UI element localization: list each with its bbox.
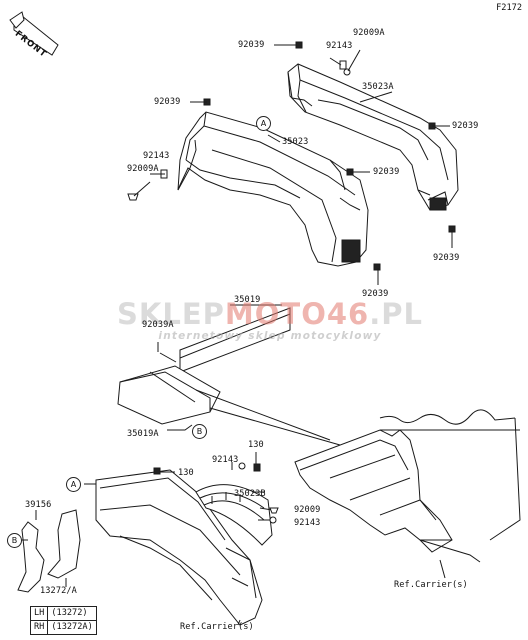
callout-a-lower: A (66, 477, 81, 492)
label-13272a: 13272/A (40, 586, 77, 596)
legend-part: (13272A) (47, 620, 97, 635)
side-panel-bracket (47, 509, 81, 579)
nut-92143-lower-right (269, 516, 277, 524)
label-35023a: 35023A (362, 82, 394, 92)
legend-row: RH (13272A) (29, 620, 97, 635)
clip-92009-lower (269, 507, 279, 514)
legend-side: RH (29, 620, 49, 635)
bolt-130-left (153, 467, 161, 475)
nut-92143-lower (238, 462, 246, 470)
diagram-code: F2172 (496, 3, 522, 13)
label-92143-lower-right: 92143 (294, 518, 321, 528)
label-92039-lower-right: 92039 (433, 253, 460, 263)
legend-part: (13272) (47, 606, 97, 621)
label-92009a-top: 92009A (353, 28, 385, 38)
watermark-tagline: internetowy sklep motocyklowy (158, 330, 382, 342)
label-92039-top: 92039 (238, 40, 265, 50)
watermark-brand-part1: SKLEP (117, 297, 225, 331)
label-39156: 39156 (25, 500, 52, 510)
bolt-92039-top (295, 41, 303, 49)
label-35019a: 35019A (127, 429, 159, 439)
bolt-130-top (253, 463, 261, 472)
carrier-floor (294, 429, 520, 563)
callout-b-lower: B (7, 533, 22, 548)
front-fender-35023 (177, 111, 369, 267)
label-92143-top: 92143 (326, 41, 353, 51)
mud-flap-39156 (17, 521, 45, 593)
label-92039-right: 92039 (452, 121, 479, 131)
ref-carrier-bottom: Ref.Carrier(s) (180, 622, 254, 632)
strip-35019 (179, 307, 291, 373)
label-35023: 35023 (282, 137, 309, 147)
fender-liner-35023b (195, 484, 273, 546)
watermark-brand-suffix: .PL (369, 297, 423, 331)
legend-side: LH (29, 606, 49, 621)
watermark-brand: SKLEPMOTO46.PL (60, 297, 480, 331)
label-92143-lower: 92143 (212, 455, 239, 465)
ref-carrier-right: Ref.Carrier(s) (394, 580, 468, 590)
watermark-brand-accent: 46 (326, 297, 370, 331)
cutaway-edge (379, 409, 516, 425)
watermark-brand-part2: MOTO (224, 297, 327, 331)
label-92039a: 92039A (142, 320, 174, 330)
rear-fender-35023a (287, 63, 459, 211)
nut-92143-top (339, 60, 347, 70)
legend-row: LH (13272) (29, 606, 97, 621)
callout-a-upper: A (256, 116, 271, 131)
side-legend-table: LH (13272) RH (13272A) (29, 606, 97, 635)
cover-35019a (117, 365, 221, 425)
front-arrow-icon (9, 11, 59, 56)
label-130-left: 130 (178, 468, 194, 478)
label-92039-center: 92039 (373, 167, 400, 177)
callout-b-upper: B (192, 424, 207, 439)
clip-92009a-left (127, 193, 139, 201)
label-92143-left: 92143 (143, 151, 170, 161)
bolt-92039-bottom (373, 263, 381, 271)
label-35019: 35019 (234, 295, 261, 305)
label-130-top: 130 (248, 440, 264, 450)
inner-fender-13272 (95, 469, 263, 626)
label-92039-mid-left: 92039 (154, 97, 181, 107)
label-35023b: 35023B (234, 489, 266, 499)
label-92039-bottom: 92039 (362, 289, 389, 299)
label-92009a-left: 92009A (127, 164, 159, 174)
label-92009-lower: 92009 (294, 505, 321, 515)
